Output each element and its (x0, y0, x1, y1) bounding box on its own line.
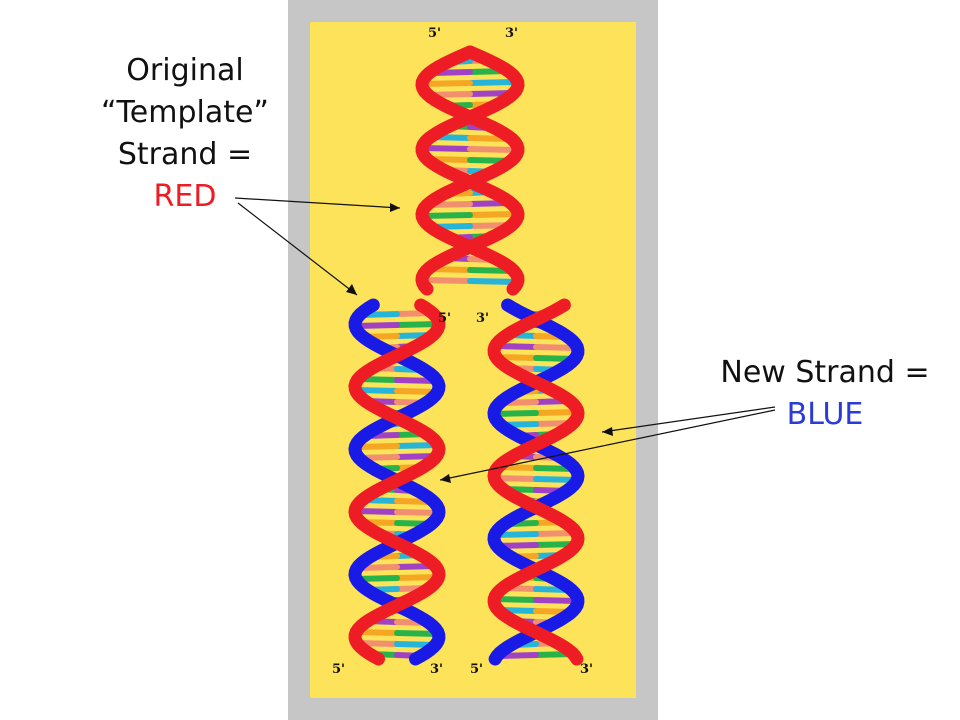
arrow-blue-to-left (439, 409, 776, 481)
base-pair (467, 278, 521, 285)
base-pair (467, 146, 521, 153)
end-label-fork-right: 3' (476, 311, 489, 326)
original-label-line-3: Strand = (117, 137, 253, 172)
base-pair (492, 531, 539, 538)
new-label-line-1: New Strand = (720, 355, 930, 390)
base-pair (352, 322, 400, 329)
base-pair (419, 277, 473, 284)
base-pair (353, 443, 400, 450)
base-pair (533, 597, 581, 604)
base-pair (419, 80, 473, 87)
original-label-line-1: Original (126, 53, 244, 88)
pointer-arrows (234, 197, 776, 483)
base-pair (419, 212, 473, 219)
original-label-line-2: “Template” (101, 95, 269, 130)
arrow-red-to-parent (234, 197, 401, 209)
arrow-head (440, 474, 451, 483)
daughter-helix-right (487, 298, 585, 666)
base-pair (394, 630, 441, 637)
base-pair (467, 79, 521, 86)
base-pair (533, 409, 581, 416)
original-strand-label: Original “Template” Strand = RED (70, 50, 300, 218)
backbone-strand (487, 298, 585, 666)
base-pair (419, 145, 473, 152)
base-pair (394, 321, 442, 328)
backbone-strand (348, 298, 446, 666)
end-label-bottom-1: 5' (332, 662, 345, 677)
arrow-head (346, 284, 357, 295)
base-pair (491, 410, 539, 417)
backbone-strand (487, 298, 585, 666)
parent-helix (415, 45, 525, 296)
backbone-strand (415, 45, 525, 296)
new-color-word: BLUE (786, 397, 864, 432)
new-strand-label: New Strand = BLUE (690, 352, 960, 436)
daughter-helix-left (348, 298, 446, 666)
end-label-fork-left: 5' (438, 311, 451, 326)
end-label-bottom-2: 3' (430, 662, 443, 677)
end-label-top-left: 5' (428, 26, 441, 41)
arrow-blue-to-right (601, 406, 776, 433)
end-label-bottom-4: 3' (580, 662, 593, 677)
end-label-bottom-3: 5' (470, 662, 483, 677)
arrow-red-to-daughter (237, 202, 358, 296)
base-pair (394, 509, 442, 516)
base-pair (467, 211, 521, 218)
arrow-head (390, 203, 400, 212)
base-pair (491, 596, 539, 603)
end-label-top-right: 3' (505, 26, 518, 41)
base-pair (352, 508, 400, 515)
base-pair (533, 344, 580, 351)
original-color-word: RED (153, 179, 217, 214)
arrow-head (602, 427, 613, 436)
